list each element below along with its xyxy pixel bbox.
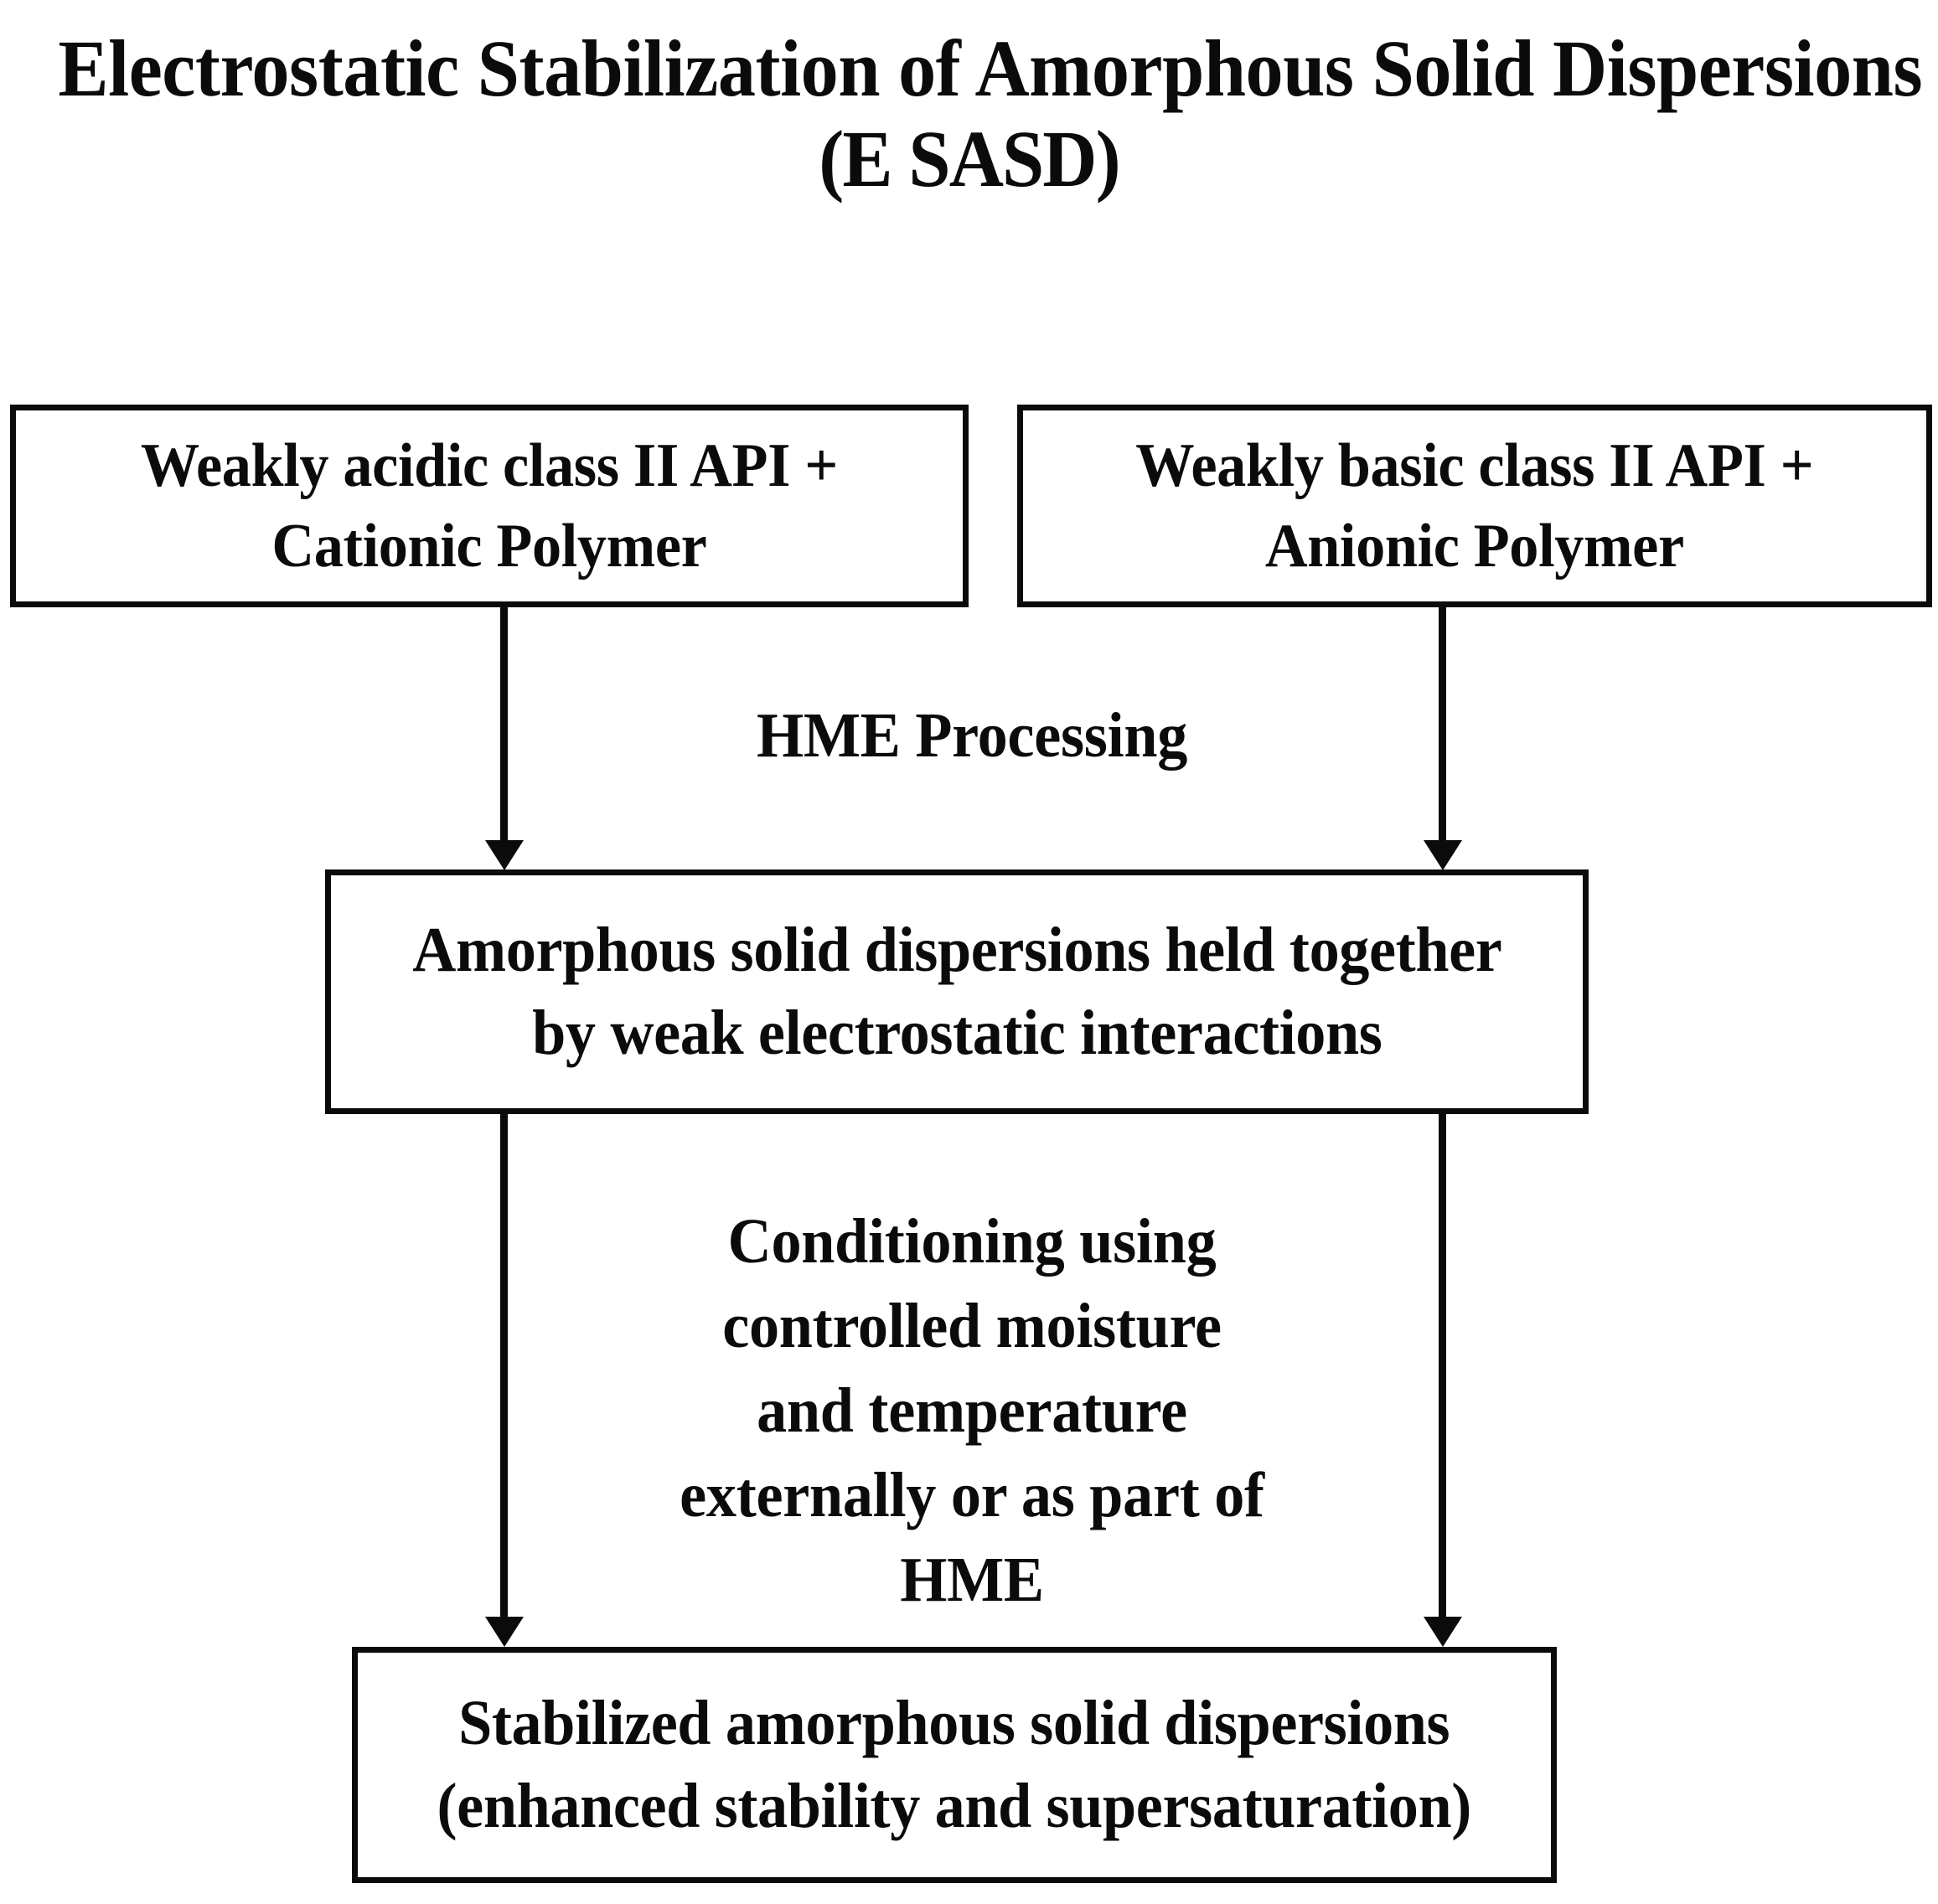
- node-stabilized-result-label: Stabilized amorphous solid dispersions (…: [437, 1688, 1472, 1841]
- node-acidic-input-label: Weakly acidic class II API + Cationic Po…: [140, 431, 839, 580]
- figure-title-line-1: Electrostatic Stabilization of Amorphous…: [58, 23, 1923, 113]
- node-basic-input-label: Weakly basic class II API + Anionic Poly…: [1135, 431, 1814, 580]
- node-basic-input: Weakly basic class II API + Anionic Poly…: [1017, 405, 1932, 607]
- edge-label-conditioning: Conditioning using controlled moisture a…: [680, 1206, 1264, 1616]
- arrow-basic-to-asd: [1439, 607, 1446, 842]
- node-stabilized-result: Stabilized amorphous solid dispersions (…: [352, 1647, 1557, 1883]
- arrow-acidic-to-asd: [500, 607, 508, 842]
- node-amorphous-solid-dispersion: Amorphous solid dispersions held togethe…: [325, 869, 1589, 1114]
- node-amorphous-solid-dispersion-label: Amorphous solid dispersions held togethe…: [411, 915, 1502, 1068]
- figure-title: Electrostatic Stabilization of Amorphous…: [58, 23, 1923, 204]
- arrow-asd-to-result-right: [1439, 1114, 1446, 1618]
- figure-title-line-2: (E SASD): [819, 113, 1120, 204]
- edge-label-hme-processing: HME Processing: [756, 700, 1188, 771]
- arrow-asd-to-result-left: [500, 1114, 508, 1618]
- node-acidic-input: Weakly acidic class II API + Cationic Po…: [10, 405, 969, 607]
